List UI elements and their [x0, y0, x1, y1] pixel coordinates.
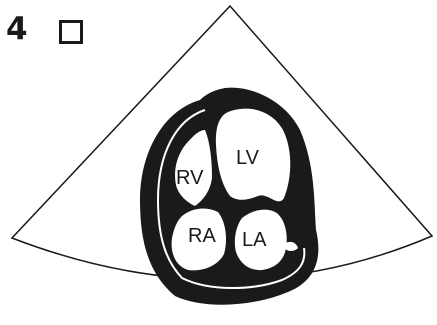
label-rv: RV	[176, 167, 204, 189]
checkbox-empty-icon[interactable]	[59, 20, 83, 44]
label-ra: RA	[188, 225, 216, 247]
label-la: LA	[242, 229, 267, 251]
label-lv: LV	[236, 147, 260, 169]
view-number-label: 4	[6, 14, 28, 45]
